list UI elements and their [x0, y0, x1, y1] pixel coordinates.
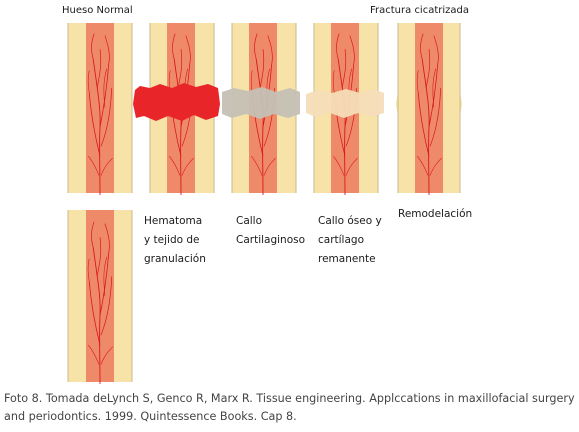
- bone-hematoma: [133, 23, 220, 195]
- stage-label-line: Cartilaginoso: [236, 234, 306, 246]
- cartilage-callus: [222, 87, 300, 119]
- label-normal-bone: Hueso Normal: [62, 5, 133, 16]
- stage-label-line: remanente: [318, 253, 376, 265]
- stage-label-line: Remodelación: [398, 208, 473, 220]
- stage-label-line: Hematoma: [144, 215, 203, 227]
- bone-normal-top: [67, 23, 133, 195]
- stage-label-line: Callo: [236, 215, 263, 227]
- stage-label-line: granulación: [144, 253, 206, 265]
- bone-bony-callus: [306, 23, 384, 195]
- stage-label-hematoma: Hematoma y tejido de granulación: [144, 212, 206, 269]
- stage-label-bony-callus: Callo óseo y cartílago remanente: [318, 212, 382, 269]
- bone-cartilage: [222, 23, 300, 195]
- bony-callus: [306, 89, 384, 118]
- stage-label-cartilage: Callo Cartilaginoso: [236, 212, 305, 250]
- stage-label-line: Callo óseo y: [318, 215, 382, 227]
- hematoma-callus: [133, 83, 220, 121]
- stage-label-remodeling: Remodelación: [398, 205, 472, 224]
- figure-caption: Foto 8. Tomada deLynch S, Genco R, Marx …: [4, 392, 575, 423]
- bone-remodeling: [396, 23, 462, 195]
- stage-label-line: y tejido de: [144, 234, 200, 246]
- label-healed-fracture: Fractura cicatrizada: [370, 5, 470, 16]
- stage-label-line: cartílago: [318, 234, 364, 246]
- bone-healed-bottom: [67, 210, 133, 384]
